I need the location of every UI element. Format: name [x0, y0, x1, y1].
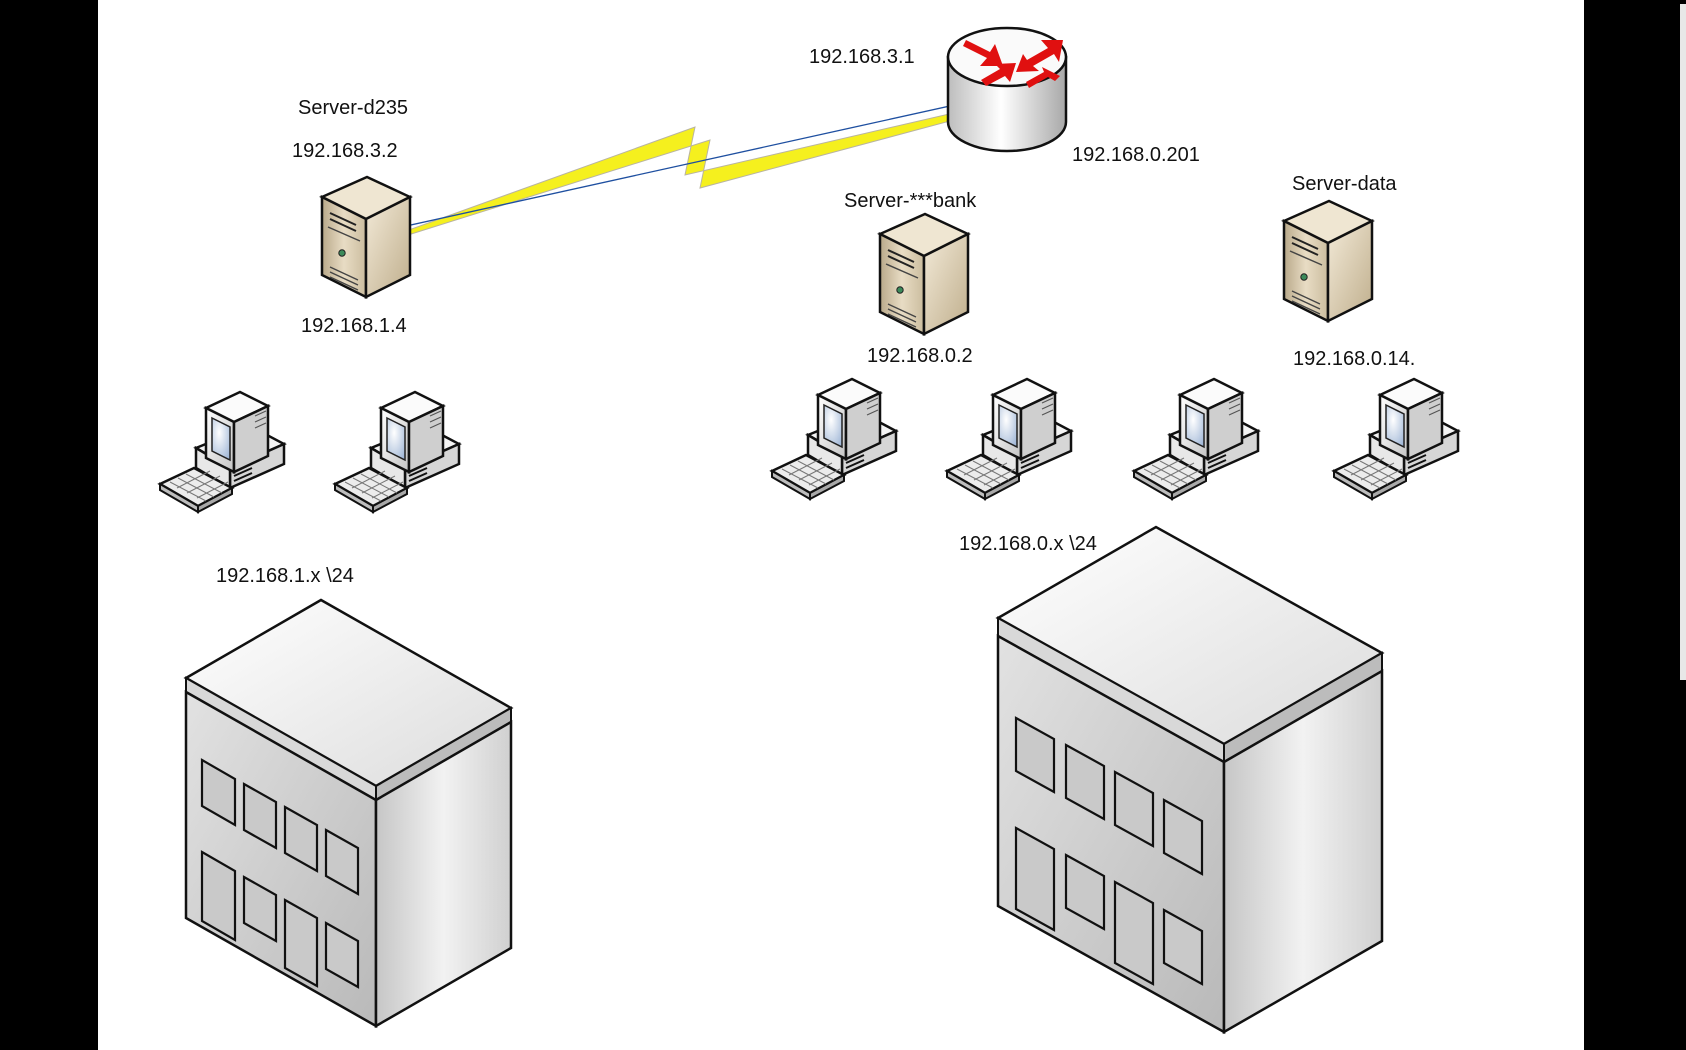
desktop-computer-icon	[333, 390, 461, 514]
router-icon	[946, 26, 1068, 153]
office-building-icon	[995, 525, 1385, 1035]
server-lan-ip-label: 192.168.1.4	[301, 315, 407, 337]
desktop-computer-icon	[945, 377, 1073, 501]
server-tower-icon	[320, 175, 412, 299]
subnet-label: 192.168.0.x \24	[959, 533, 1097, 555]
router-wan-ip-label: 192.168.3.1	[809, 46, 915, 68]
desktop-computer-icon	[770, 377, 898, 501]
server-wan-ip-label: 192.168.3.2	[292, 140, 398, 162]
server-name-label: Server-***bank	[844, 190, 977, 212]
server-name-label: Server-d235	[298, 97, 409, 119]
server-tower-icon	[1282, 199, 1374, 323]
server-name-label: Server-data	[1292, 173, 1397, 195]
router-lan-ip-label: 192.168.0.201	[1072, 144, 1200, 166]
desktop-computer-icon	[1132, 377, 1260, 501]
desktop-computer-icon	[1332, 377, 1460, 501]
desktop-computer-icon	[158, 390, 286, 514]
diagram-canvas: 192.168.3.1 192.168.0.201 Server-d235 19…	[98, 0, 1584, 1050]
office-building-icon	[183, 598, 514, 1029]
network-diagram	[158, 26, 1460, 1035]
server-ip-label: 192.168.0.2	[867, 345, 973, 367]
wan-lightning-link	[369, 90, 1019, 236]
server-ip-label: 192.168.0.14.	[1293, 348, 1416, 370]
vertical-scrollbar[interactable]	[1680, 4, 1686, 680]
server-tower-icon	[878, 212, 970, 336]
subnet-label: 192.168.1.x \24	[216, 565, 354, 587]
